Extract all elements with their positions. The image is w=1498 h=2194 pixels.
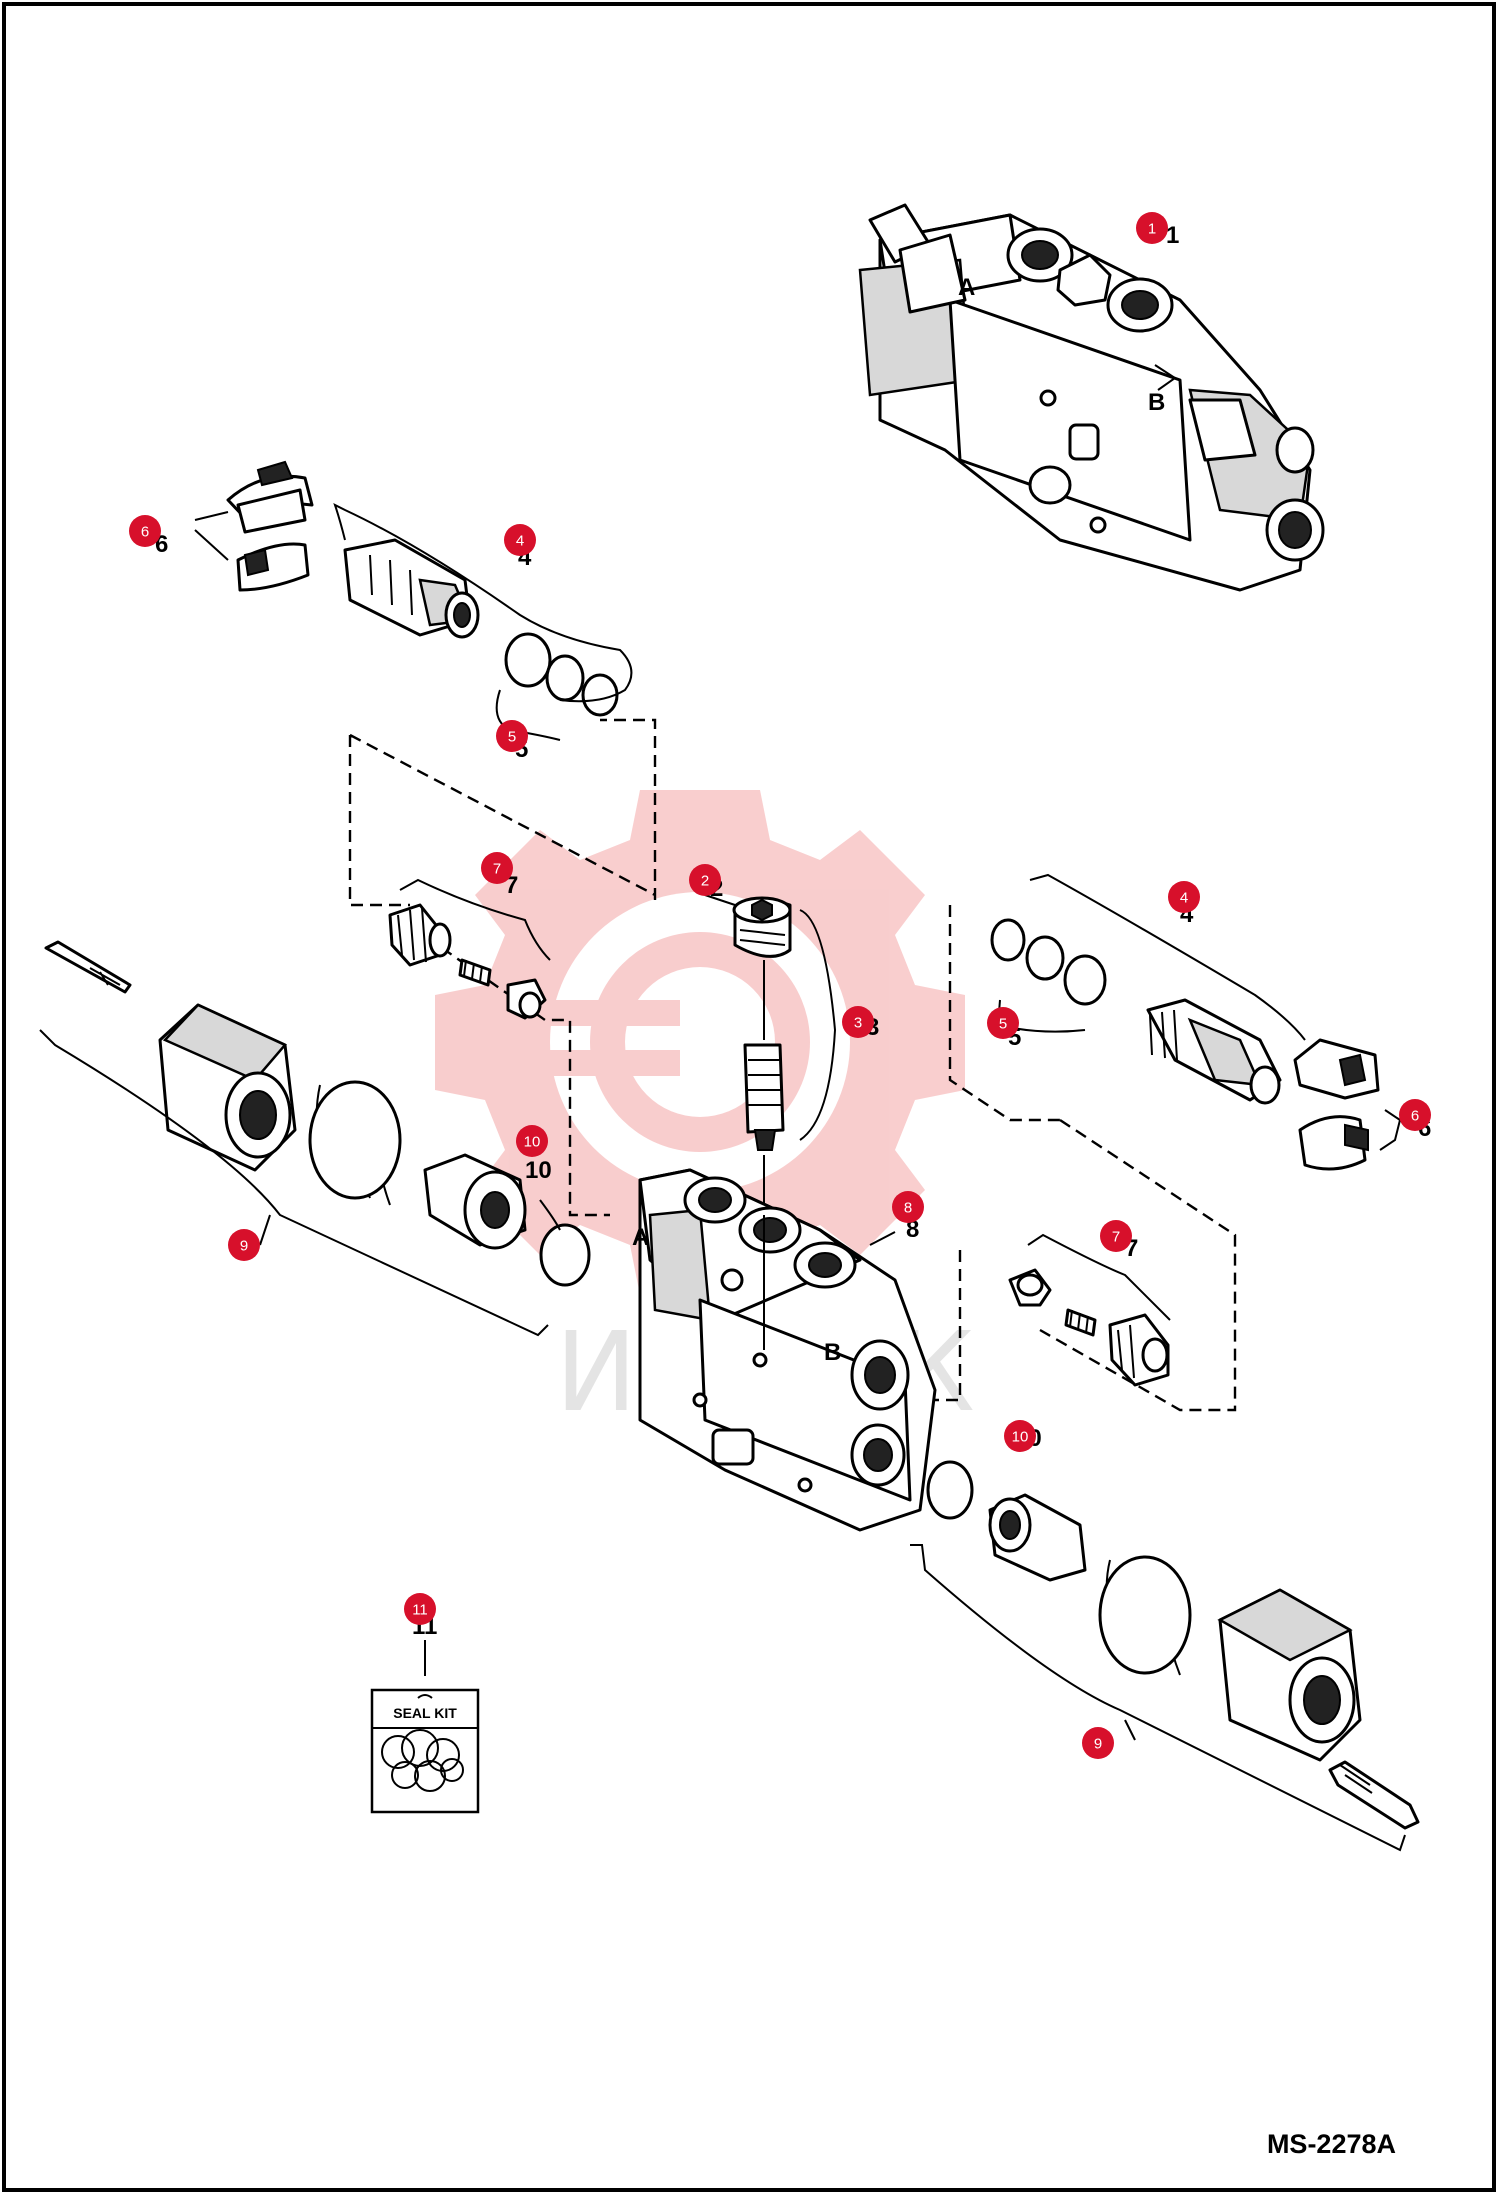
callout-number: 7 (493, 861, 501, 878)
callout-badge (1004, 1420, 1036, 1452)
seal-kit-label: SEAL KIT (393, 1705, 457, 1721)
callout-badge (892, 1191, 924, 1223)
port-a-label: A (958, 274, 975, 301)
callout-number: 8 (904, 1200, 912, 1217)
callout-number: 5 (508, 729, 516, 746)
callout-6: 6 (129, 515, 161, 547)
left-spool-end-assembly (39, 940, 591, 1337)
callout-badge (842, 1006, 874, 1038)
callout-5: 5 (496, 720, 528, 752)
callout-number: 6 (141, 524, 149, 541)
callout-badge (689, 864, 721, 896)
callout-2: 2 (689, 864, 721, 896)
callout-6: 6 (1399, 1099, 1431, 1131)
callout-7: 7 (1100, 1220, 1132, 1252)
callout-number: 11 (412, 1602, 428, 1619)
valve-section-body: A B (632, 1168, 937, 1532)
dashed-guide-right (948, 905, 1060, 1122)
plug-and-poppet (704, 894, 837, 1215)
callout-1: 1 (1136, 212, 1168, 244)
callout-badge (228, 1229, 260, 1261)
svg-text:10: 10 (525, 1157, 552, 1184)
seal-kit-illustration: SEAL KIT (370, 1640, 480, 1814)
callout-badge (987, 1007, 1019, 1039)
svg-text:1: 1 (1166, 222, 1179, 249)
callout-10: 10 (1004, 1420, 1036, 1452)
callout-badge (1082, 1727, 1114, 1759)
port-b-label: B (1148, 389, 1165, 416)
callout-4: 4 (504, 524, 536, 556)
callout-4: 4 (1168, 881, 1200, 913)
callout-badge (481, 852, 513, 884)
callout-7: 7 (481, 852, 513, 884)
callout-badge (1136, 212, 1168, 244)
callout-badge (1168, 881, 1200, 913)
callout-number: 4 (1180, 890, 1188, 907)
callout-number: 9 (1094, 1736, 1102, 1753)
callout-number: 6 (1411, 1108, 1419, 1125)
right-check-assembly (1008, 1233, 1171, 1387)
section-port-a-label: A (632, 1224, 649, 1251)
callout-number: 2 (701, 873, 709, 890)
callout-8: 8 (892, 1191, 924, 1223)
callout-11: 11 (404, 1593, 436, 1625)
callout-number: 4 (516, 533, 524, 550)
callout-number: 5 (999, 1016, 1007, 1033)
callout-number: 1 (1148, 221, 1156, 238)
callout-badge (404, 1593, 436, 1625)
callout-number: 10 (524, 1134, 541, 1151)
callout-badge (1100, 1220, 1132, 1252)
callout-badge (516, 1125, 548, 1157)
callout-9: 9 (228, 1229, 260, 1261)
right-relief-assembly (990, 873, 1402, 1171)
callout-10: 10 (516, 1125, 548, 1157)
right-spool-end-assembly (910, 1460, 1420, 1852)
callout-number: 3 (854, 1015, 862, 1032)
left-check-assembly (388, 878, 551, 1020)
dashed-guide-left (348, 718, 657, 907)
callout-5: 5 (987, 1007, 1019, 1039)
callout-9: 9 (1082, 1727, 1114, 1759)
callout-number: 7 (1112, 1229, 1120, 1246)
assembled-valve-illustration: A B (858, 203, 1325, 592)
callout-badge (129, 515, 161, 547)
callout-number: 9 (240, 1238, 248, 1255)
section-port-b-label: B (824, 1339, 841, 1366)
callout-layer: 1 2 3 4 4 5 5 6 6 7 7 8 9 9 10 10 11 (129, 212, 1431, 1759)
callout-badge (504, 524, 536, 556)
drawing-number: MS-2278A (1267, 2129, 1396, 2159)
upper-left-relief-assembly (194, 460, 633, 741)
callout-badge (496, 720, 528, 752)
dashed-guide-lower-right (905, 1118, 1237, 1412)
callout-badge (1399, 1099, 1431, 1131)
dashed-guide-center (394, 914, 610, 1217)
callout-3: 3 (842, 1006, 874, 1038)
callout-number: 10 (1012, 1429, 1029, 1446)
